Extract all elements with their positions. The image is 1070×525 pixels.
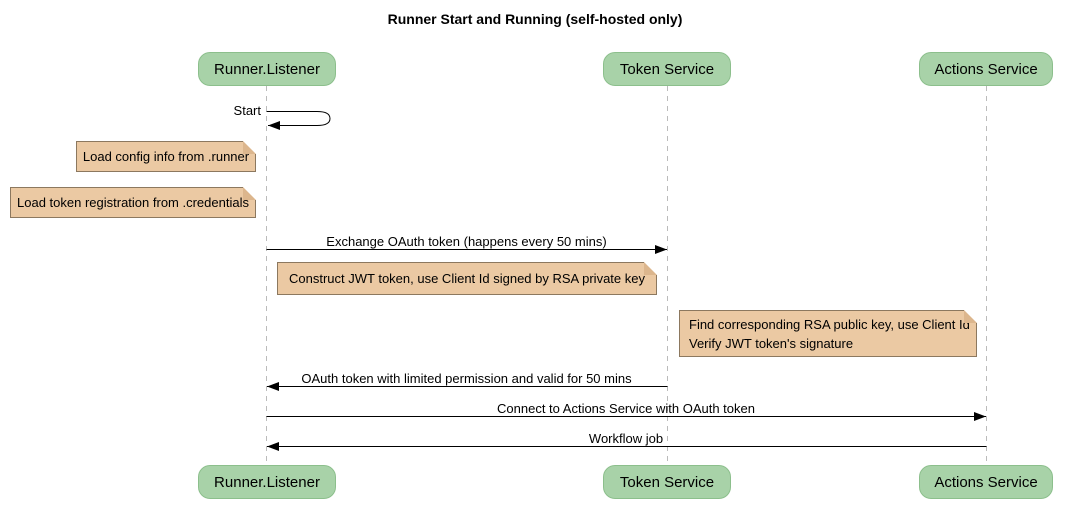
folded-corner-icon <box>644 262 657 275</box>
note-text: Load token registration from .credential… <box>17 195 249 210</box>
participant-runner-listener-top: Runner.Listener <box>198 52 336 86</box>
note-verify-jwt: Find corresponding RSA public key, use C… <box>679 310 977 357</box>
participant-label: Token Service <box>619 473 715 491</box>
note-construct-jwt: Construct JWT token, use Client Id signe… <box>277 262 657 295</box>
diagram-title: Runner Start and Running (self-hosted on… <box>387 11 683 27</box>
self-message-start-arrow <box>266 111 331 130</box>
note-load-token-registration: Load token registration from .credential… <box>10 187 256 218</box>
participant-label: Token Service <box>619 60 715 78</box>
participant-label: Runner.Listener <box>214 473 320 491</box>
message-workflow-job-label: Workflow job <box>588 431 664 446</box>
participant-actions-service-top: Actions Service <box>919 52 1053 86</box>
folded-corner-icon <box>243 187 256 200</box>
note-text: Find corresponding RSA public key, use C… <box>689 316 970 332</box>
note-text: Load config info from .runner <box>82 149 250 164</box>
participant-label: Runner.Listener <box>214 60 320 78</box>
message-connect-actions-label: Connect to Actions Service with OAuth to… <box>497 401 755 416</box>
note-text: Verify JWT token's signature <box>689 335 854 351</box>
note-text: Construct JWT token, use Client Id signe… <box>289 271 645 286</box>
participant-token-service-bottom: Token Service <box>603 465 731 499</box>
note-load-config: Load config info from .runner <box>76 141 256 172</box>
message-exchange-oauth-label: Exchange OAuth token (happens every 50 m… <box>326 234 607 249</box>
participant-runner-listener-bottom: Runner.Listener <box>198 465 336 499</box>
folded-corner-icon <box>243 141 256 154</box>
participant-label: Actions Service <box>934 60 1038 78</box>
message-oauth-token-return-label: OAuth token with limited permission and … <box>301 371 632 386</box>
participant-token-service-top: Token Service <box>603 52 731 86</box>
participant-actions-service-bottom: Actions Service <box>919 465 1053 499</box>
folded-corner-icon <box>964 310 977 323</box>
participant-label: Actions Service <box>934 473 1038 491</box>
self-message-start-label: Start <box>233 103 261 118</box>
